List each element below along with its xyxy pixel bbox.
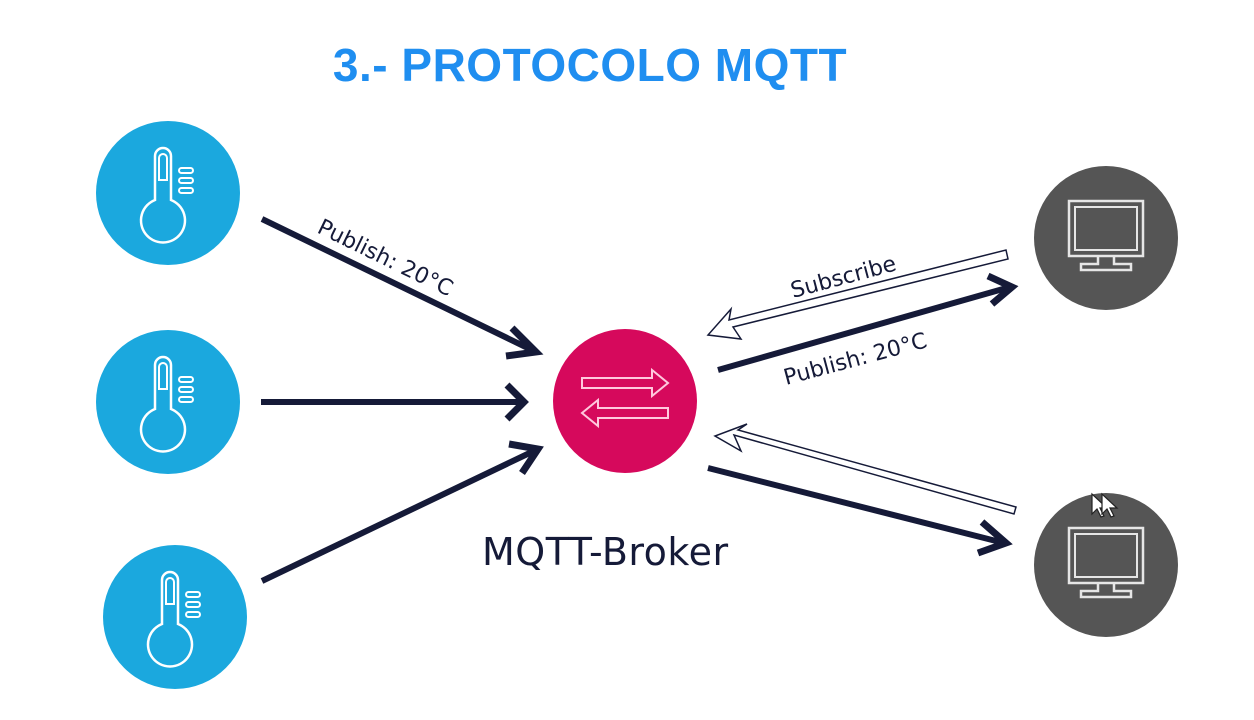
- mouse-cursor-icon: [1091, 492, 1119, 518]
- subscribe-arrow-2: [713, 423, 1017, 515]
- broker-label: MQTT-Broker: [482, 530, 729, 574]
- slide-title: 3.- PROTOCOLO MQTT: [332, 39, 848, 91]
- sensor-node-1: [96, 121, 240, 265]
- sensor-node-2: [96, 330, 240, 474]
- publish-arrow-1: [260, 216, 544, 360]
- publish-out-arrow-1: [717, 272, 1019, 373]
- client-node-1: [1034, 166, 1178, 310]
- broker-node: [553, 329, 697, 473]
- publish-label-sensor: Publish: 20°C: [313, 215, 456, 302]
- exchange-arrows-icon: [580, 367, 670, 429]
- publish-label-client: Publish: 20°C: [781, 329, 930, 391]
- publish-out-arrow-2: [707, 465, 1013, 557]
- publish-arrow-3: [260, 440, 544, 584]
- subscribe-arrow-1: [706, 249, 1009, 340]
- client-node-2: [1034, 493, 1178, 637]
- sensor-node-3: [103, 545, 247, 689]
- publish-arrow-2: [261, 382, 529, 422]
